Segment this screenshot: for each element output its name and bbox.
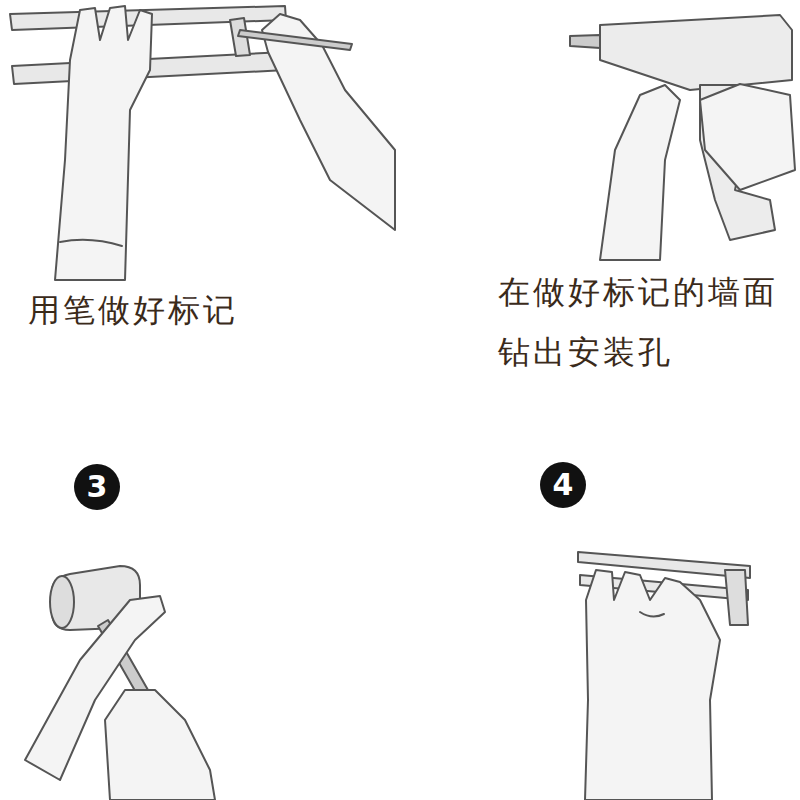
callout-number: 3 [87,472,108,502]
step-caption: 用笔做好标记 [28,280,288,340]
callout-number: 4 [553,470,574,500]
step-number-circle: 3 [74,464,120,510]
step-number-circle: 4 [540,462,586,508]
step-caption: 在做好标记的墙面 钻出安装孔 [498,262,798,382]
